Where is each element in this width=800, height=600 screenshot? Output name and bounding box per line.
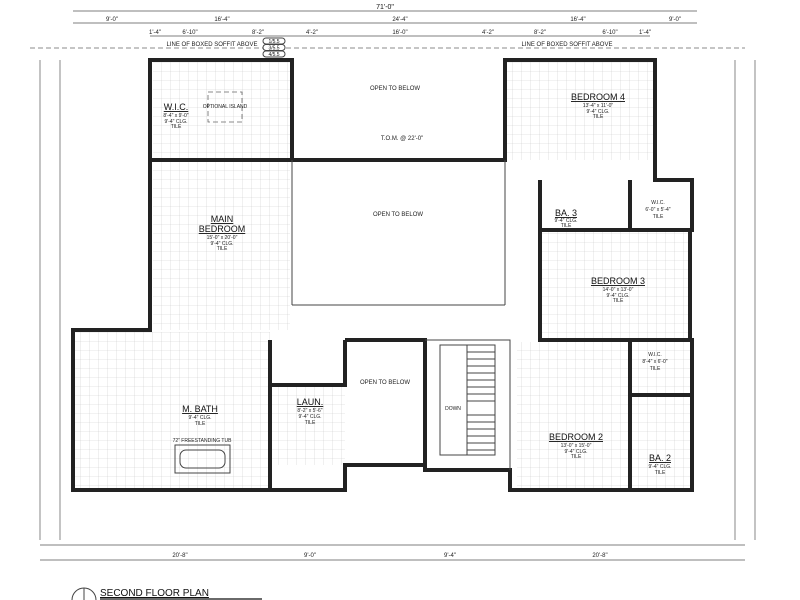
room-clg: 9'-4" CLG. <box>648 464 671 470</box>
room-size: 6'-0" x 5'-4" <box>645 207 670 213</box>
room-name: BEDROOM 2 <box>549 432 603 442</box>
optional-island <box>207 91 243 123</box>
dimension-label: 9'-4" <box>444 553 456 559</box>
walls <box>71 58 694 492</box>
tag-label: 1/5.5 <box>268 39 279 45</box>
dimension-label: 24'-4" <box>392 17 407 23</box>
room-size: 8'-2" x 5'-6" <box>297 408 322 414</box>
tom-note: T.O.M. @ 22'-0" <box>381 136 423 142</box>
dimension-label: 16'-0" <box>392 30 407 36</box>
dimension-label: 8'-2" <box>534 30 546 36</box>
stair-label: DOWN <box>445 406 461 412</box>
room-name: W.I.C. <box>164 102 189 112</box>
tag-label: 3/5.5 <box>268 46 279 52</box>
room-clg: 9'-4" CLG. <box>606 293 629 299</box>
dimension-label: 6'-10" <box>182 30 197 36</box>
room-clg: 9'-4" CLG. <box>164 119 187 125</box>
dimension-label: 4'-2" <box>482 30 494 36</box>
room-finish: TILE <box>653 214 664 220</box>
dimension-label: 9'-0" <box>304 553 316 559</box>
section-tags: 1/5.5 3/5.5 4/5.5 <box>262 37 286 58</box>
room-finish: TILE <box>571 454 582 460</box>
dimension-label: 6'-10" <box>602 30 617 36</box>
overall-dimension: 71'-0" <box>376 4 394 11</box>
open-to-below: OPEN TO BELOW <box>370 86 420 92</box>
dimension-label: 9'-0" <box>106 17 118 23</box>
open-to-below: OPEN TO BELOW <box>373 212 423 218</box>
room-clg: 9'-4" CLG. <box>298 414 321 420</box>
room-size: 14'-0" x 13'-0" <box>603 287 634 293</box>
dimension-label: 9'-0" <box>669 17 681 23</box>
room-name: W.I.C. <box>648 352 662 358</box>
tag-label: 4/5.5 <box>268 52 279 58</box>
bathtub <box>174 444 231 474</box>
dimension-label: 8'-2" <box>252 30 264 36</box>
room-size: 8'-4" x 6'-0" <box>642 359 667 365</box>
island-note: OPTIONAL ISLAND <box>203 104 248 110</box>
room-name: BA. 2 <box>649 453 671 463</box>
dimension-label: 20'-8" <box>592 553 607 559</box>
room-finish: TILE <box>561 223 572 229</box>
room-clg: 9'-4" CLG. <box>564 449 587 455</box>
dimension-label: 20'-8" <box>172 553 187 559</box>
room-finish: TILE <box>171 124 182 130</box>
room-size: 13'-4" x 11'-0" <box>583 103 614 109</box>
room-size: 8'-4" x 9'-0" <box>163 113 188 119</box>
room-clg: 9'-4" CLG. <box>210 241 233 247</box>
tub-note: 72" FREESTANDING TUB <box>173 438 232 444</box>
room-name: BA. 3 <box>555 208 577 218</box>
room-name: MAIN <box>211 214 234 224</box>
dimension-label: 1'-4" <box>639 30 651 36</box>
room-name: W.I.C. <box>651 200 665 206</box>
room-clg: 9'-4" CLG. <box>554 218 577 224</box>
room-finish: TILE <box>655 470 666 476</box>
soffit-note: LINE OF BOXED SOFFIT ABOVE <box>522 42 613 48</box>
top-dimensions: 71'-0" 9'-0" 16'-4" 24'-4" 16'-4" 9'-0" … <box>30 4 756 561</box>
dimension-label: 16'-4" <box>214 17 229 23</box>
room-finish: TILE <box>305 420 316 426</box>
room-finish: TILE <box>613 298 624 304</box>
room-clg: 9'-4" CLG. <box>188 415 211 421</box>
dimension-label: 4'-2" <box>306 30 318 36</box>
open-to-below: OPEN TO BELOW <box>360 380 410 386</box>
soffit-note: LINE OF BOXED SOFFIT ABOVE <box>167 42 258 48</box>
room-finish: TILE <box>593 114 604 120</box>
room-name: BEDROOM <box>199 224 246 234</box>
room-name: LAUN. <box>297 397 324 407</box>
room-finish: TILE <box>195 421 206 427</box>
tiled-floors <box>75 62 690 488</box>
room-name: BEDROOM 4 <box>571 92 625 102</box>
room-name: M. BATH <box>182 404 218 414</box>
room-labels: W.I.C. 8'-4" x 9'-0" 9'-4" CLG. TILE MAI… <box>163 86 671 476</box>
dimension-label: 1'-4" <box>149 30 161 36</box>
stair: DOWN <box>439 344 496 456</box>
bathtub-basin <box>179 449 226 469</box>
room-name: BEDROOM 3 <box>591 276 645 286</box>
room-size: 15'-0" x 20'-0" <box>207 235 238 241</box>
room-size: 13'-0" x 15'-0" <box>561 443 592 449</box>
dimension-label: 16'-4" <box>570 17 585 23</box>
room-finish: TILE <box>650 366 661 372</box>
plan-title: SECOND FLOOR PLAN <box>100 588 209 599</box>
room-finish: TILE <box>217 246 228 252</box>
room-clg: 9'-4" CLG. <box>586 109 609 115</box>
plan-title-block: SECOND FLOOR PLAN <box>71 587 262 600</box>
